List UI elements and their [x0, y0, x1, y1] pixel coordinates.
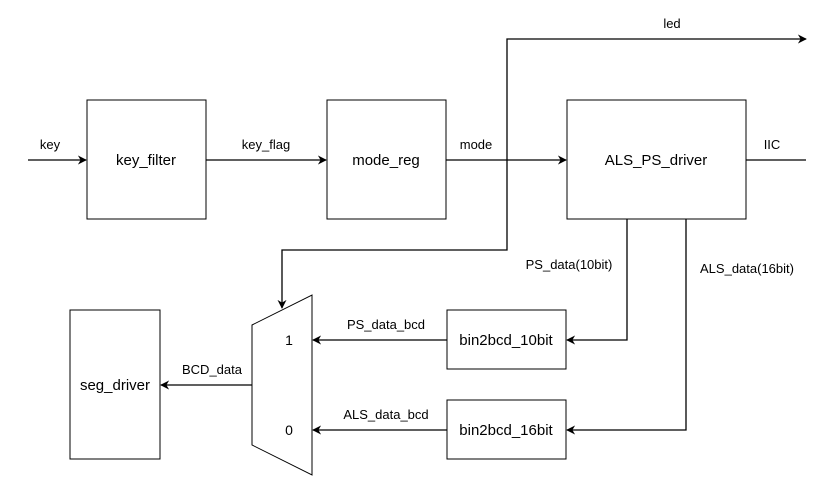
multiplexer: 1 0	[251, 294, 313, 476]
bin2bcd-10bit-label: bin2bcd_10bit	[459, 332, 553, 349]
als-data-wire	[566, 219, 687, 435]
ps-data-bcd-signal-label: PS_data_bcd	[347, 317, 425, 332]
bin2bcd-16bit-label: bin2bcd_16bit	[459, 422, 553, 439]
ps-data-wire	[566, 219, 628, 345]
bin2bcd-16bit-block: bin2bcd_16bit	[446, 399, 567, 460]
seg-driver-block: seg_driver	[69, 309, 161, 460]
als-data-bcd-signal-label: ALS_data_bcd	[343, 407, 428, 422]
als-data-signal-label: ALS_data(16bit)	[700, 261, 794, 276]
iic-signal-label: IIC	[764, 137, 781, 152]
mode-reg-block: mode_reg	[326, 99, 447, 220]
mux-input-1-label: 1	[285, 332, 293, 348]
ps-data-signal-label: PS_data(10bit)	[526, 257, 613, 272]
als-ps-driver-block: ALS_PS_driver	[566, 99, 747, 220]
seg-driver-label: seg_driver	[80, 377, 150, 394]
bin2bcd-10bit-block: bin2bcd_10bit	[446, 309, 567, 370]
key-flag-signal-label: key_flag	[242, 137, 290, 152]
key-filter-block: key_filter	[86, 99, 207, 220]
mode-signal-label: mode	[460, 137, 493, 152]
mode-to-mux-select-wire	[277, 160, 508, 309]
mode-reg-label: mode_reg	[352, 152, 420, 169]
key-signal-label: key	[40, 137, 61, 152]
mux-input-0-label: 0	[285, 422, 293, 438]
led-signal-label: led	[663, 16, 680, 31]
als-ps-driver-label: ALS_PS_driver	[605, 152, 708, 169]
led-wire	[506, 34, 807, 160]
key-filter-label: key_filter	[116, 152, 176, 169]
bcd-data-signal-label: BCD_data	[182, 362, 243, 377]
